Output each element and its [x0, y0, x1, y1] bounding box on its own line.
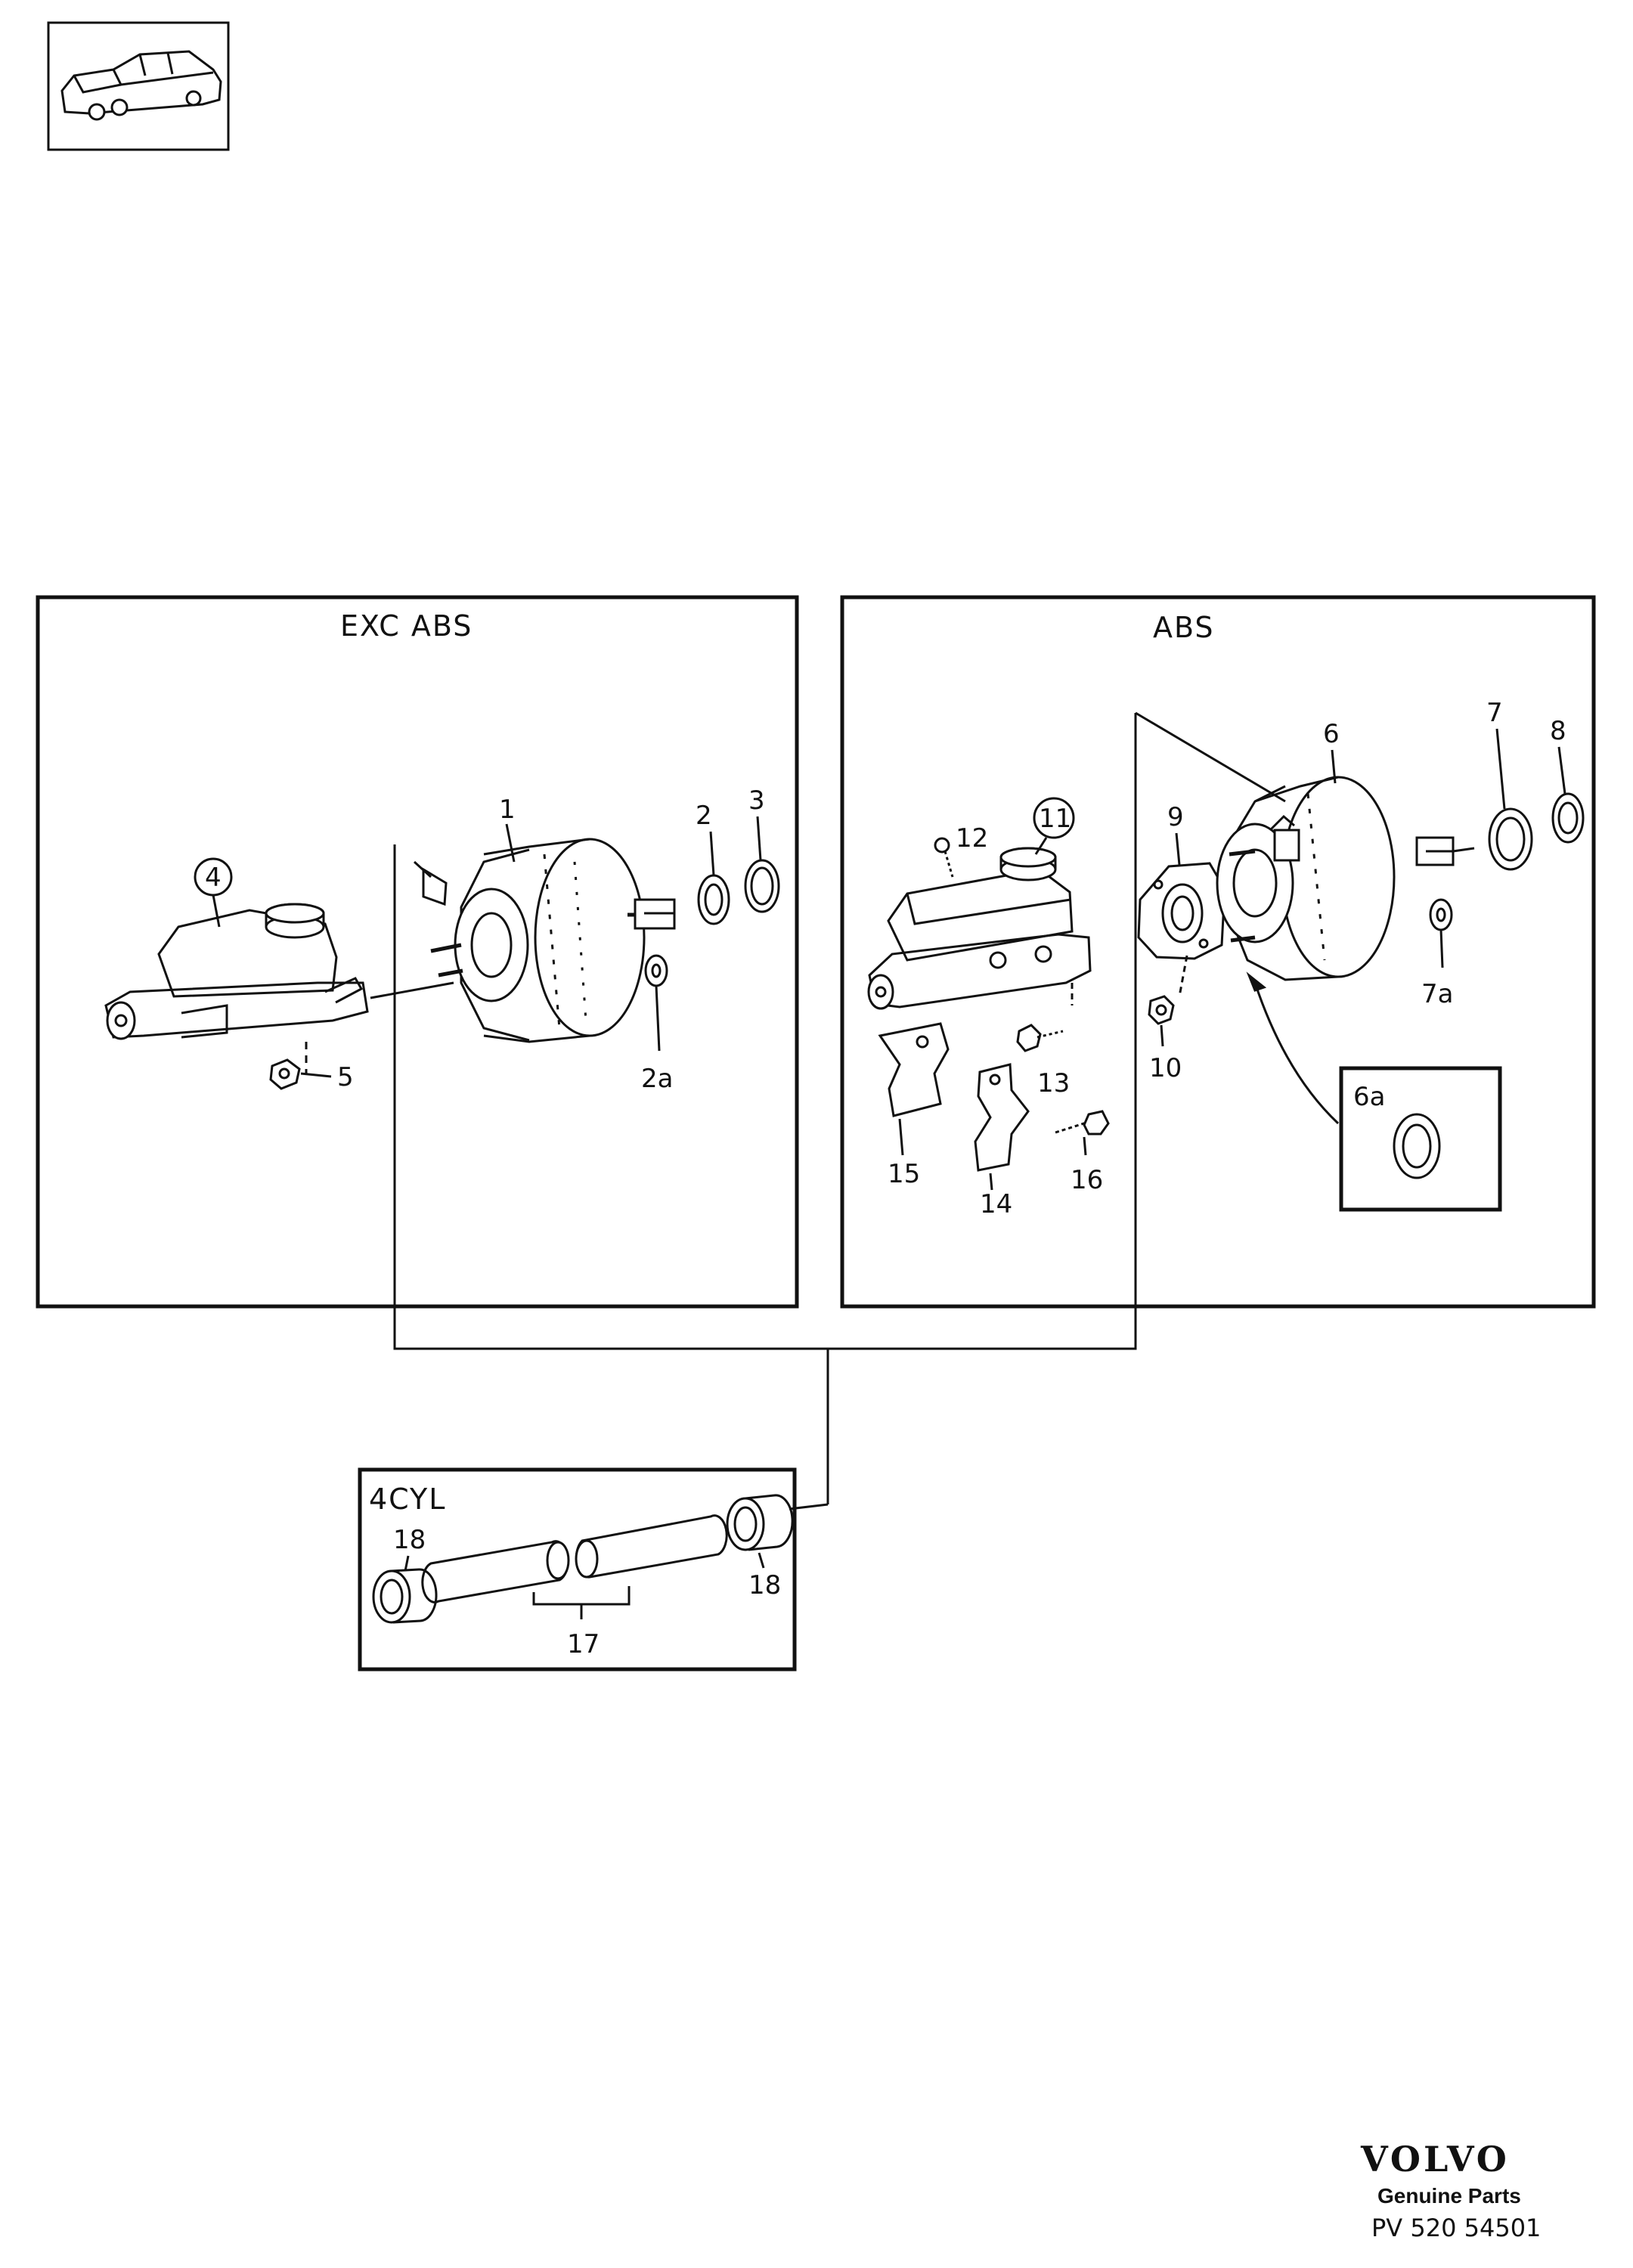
washer-part-2a [644, 954, 668, 1052]
callout-1: 1 [499, 795, 516, 825]
seal-part-2 [697, 874, 730, 925]
exc-abs-title: EXC ABS [340, 609, 473, 643]
callout-11: 11 [1039, 804, 1071, 834]
seal-part-3 [744, 859, 780, 913]
volvo-logo: VOLVO [1360, 2139, 1510, 2180]
brake-booster-part-6 [1216, 776, 1475, 981]
master-cylinder-part-4 [104, 903, 454, 1074]
four-cyl-title: 4CYL [369, 1483, 446, 1516]
screw-part-12 [934, 837, 954, 878]
callout-7: 7 [1486, 698, 1503, 728]
four-cyl-panel [358, 1467, 797, 1672]
bolt-part-16 [1055, 1110, 1110, 1156]
callout-7a: 7a [1421, 979, 1453, 1009]
abs-title: ABS [1153, 611, 1215, 644]
detail-6a-title: 6a [1353, 1082, 1385, 1112]
vacuum-hose-part-17 [421, 1514, 728, 1619]
nut-part-10 [1148, 995, 1175, 1047]
seal-detail-part-6a [1393, 1113, 1441, 1179]
callout-18-left: 18 [393, 1525, 426, 1555]
connector-lines [393, 711, 1286, 1510]
callout-14: 14 [980, 1189, 1012, 1219]
callout-18-right: 18 [748, 1570, 781, 1600]
callout-2a: 2a [641, 1064, 673, 1094]
brake-booster-part-1 [413, 838, 676, 1043]
seal-part-8 [1551, 792, 1585, 844]
callout-16: 16 [1071, 1165, 1103, 1195]
callout-12: 12 [956, 823, 988, 854]
vehicle-thumbnail [47, 21, 230, 151]
detail-6a-panel [1339, 1066, 1502, 1212]
hose-clamp-part-18-right [726, 1494, 794, 1569]
callout-15: 15 [888, 1159, 920, 1189]
callout-8: 8 [1550, 716, 1566, 746]
detail-arrow [1246, 971, 1340, 1125]
nut-part-5 [269, 1058, 332, 1090]
callout-3: 3 [748, 785, 765, 816]
clamp-part-14 [974, 1063, 1030, 1191]
callout-6: 6 [1323, 719, 1340, 749]
master-cylinder-part-11 [867, 847, 1092, 1010]
washer-part-7a [1429, 898, 1453, 968]
exc-abs-panel [36, 595, 799, 1309]
abs-panel [840, 595, 1596, 1309]
callout-5: 5 [337, 1062, 354, 1092]
callout-2: 2 [696, 801, 712, 831]
callout-13: 13 [1037, 1068, 1070, 1098]
spacer-plate-part-9 [1137, 862, 1226, 997]
callout-4: 4 [205, 863, 222, 893]
bracket-part-15 [878, 1022, 950, 1156]
bolt-part-13 [1016, 1024, 1064, 1052]
part-number: PV 520 54501 [1371, 2214, 1541, 2242]
car-sedan-icon [60, 50, 222, 121]
genuine-parts-label: Genuine Parts [1377, 2184, 1521, 2208]
callout-17: 17 [567, 1629, 600, 1659]
callout-circle-11 [1033, 797, 1075, 839]
callout-10: 10 [1149, 1053, 1182, 1083]
seal-part-7 [1488, 807, 1533, 871]
callout-9: 9 [1167, 802, 1184, 832]
hose-clamp-part-18-left [372, 1555, 438, 1624]
